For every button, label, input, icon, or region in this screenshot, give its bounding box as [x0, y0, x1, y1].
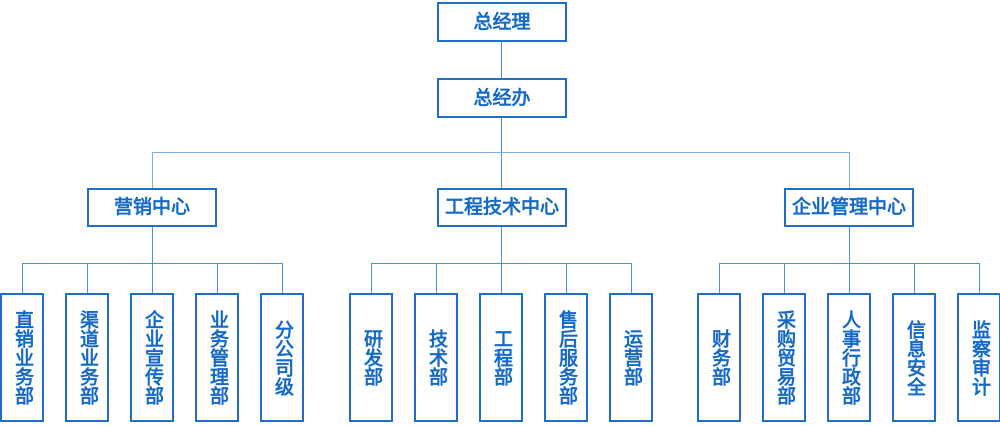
- node-engineering-child-0[interactable]: 研发部: [349, 293, 393, 422]
- connector-drop-marketing-2: [152, 263, 153, 293]
- connector-marketing-center-down: [152, 227, 153, 263]
- node-engineering-child-1[interactable]: 技术部: [414, 293, 458, 422]
- node-engineering-tech-center[interactable]: 工程技术中心: [437, 188, 567, 227]
- node-label: 售后服务部: [555, 310, 578, 405]
- node-management-child-0[interactable]: 财务部: [697, 293, 741, 422]
- node-marketing-center[interactable]: 营销中心: [87, 188, 217, 227]
- node-marketing-child-4[interactable]: 分公司级: [260, 293, 304, 422]
- node-label: 工程部: [490, 329, 513, 386]
- connector-management-center-down: [849, 227, 850, 263]
- connector-drop-management-2: [849, 263, 850, 293]
- node-label: 总经办: [473, 86, 531, 109]
- connector-drop-marketing-center: [152, 152, 153, 188]
- node-label: 渠道业务部: [76, 310, 99, 405]
- node-label: 采购贸易部: [773, 310, 796, 405]
- node-label: 监察审计: [968, 319, 991, 396]
- node-label: 营销中心: [113, 196, 190, 219]
- node-label: 人事行政部: [838, 310, 861, 405]
- connector-drop-engineering-3: [566, 263, 567, 293]
- node-marketing-child-3[interactable]: 业务管理部: [195, 293, 239, 422]
- node-engineering-child-2[interactable]: 工程部: [479, 293, 523, 422]
- connector-drop-management-3: [914, 263, 915, 293]
- node-management-child-3[interactable]: 信息安全: [892, 293, 936, 422]
- node-label: 技术部: [425, 329, 448, 386]
- connector-drop-marketing-4: [282, 263, 283, 293]
- connector-level2-bus: [152, 152, 850, 153]
- node-marketing-child-1[interactable]: 渠道业务部: [65, 293, 109, 422]
- node-management-child-4[interactable]: 监察审计: [957, 293, 1000, 422]
- connector-engineering-center-down: [501, 227, 502, 263]
- node-management-child-2[interactable]: 人事行政部: [827, 293, 871, 422]
- node-label: 企业宣传部: [141, 310, 164, 405]
- node-label: 业务管理部: [206, 310, 229, 405]
- connector-drop-management-0: [719, 263, 720, 293]
- node-label: 研发部: [360, 329, 383, 386]
- connector-gmoffice-down: [501, 118, 502, 188]
- node-marketing-child-2[interactable]: 企业宣传部: [130, 293, 174, 422]
- node-label: 运营部: [620, 329, 643, 386]
- node-marketing-child-0[interactable]: 直销业务部: [0, 293, 44, 422]
- node-gm-office[interactable]: 总经办: [437, 78, 567, 118]
- connector-drop-marketing-1: [87, 263, 88, 293]
- node-label: 信息安全: [903, 319, 926, 396]
- node-label: 分公司级: [271, 319, 294, 396]
- node-management-child-1[interactable]: 采购贸易部: [762, 293, 806, 422]
- node-engineering-child-3[interactable]: 售后服务部: [544, 293, 588, 422]
- node-engineering-child-4[interactable]: 运营部: [609, 293, 653, 422]
- node-label: 财务部: [708, 329, 731, 386]
- connector-drop-engineering-4: [631, 263, 632, 293]
- connector-drop-marketing-3: [217, 263, 218, 293]
- connector-drop-management-1: [784, 263, 785, 293]
- connector-gm-to-gmoffice: [501, 42, 502, 78]
- node-label: 直销业务部: [11, 310, 34, 405]
- node-general-manager[interactable]: 总经理: [437, 2, 567, 42]
- connector-drop-engineering-0: [371, 263, 372, 293]
- connector-drop-management-4: [979, 263, 980, 293]
- connector-drop-marketing-0: [22, 263, 23, 293]
- node-label: 企业管理中心: [791, 196, 906, 219]
- node-enterprise-mgmt-center[interactable]: 企业管理中心: [784, 188, 914, 227]
- node-label: 总经理: [473, 10, 531, 33]
- connector-drop-engineering-2: [501, 263, 502, 293]
- node-label: 工程技术中心: [444, 196, 559, 219]
- connector-drop-engineering-1: [436, 263, 437, 293]
- connector-drop-engineering-center: [849, 152, 850, 188]
